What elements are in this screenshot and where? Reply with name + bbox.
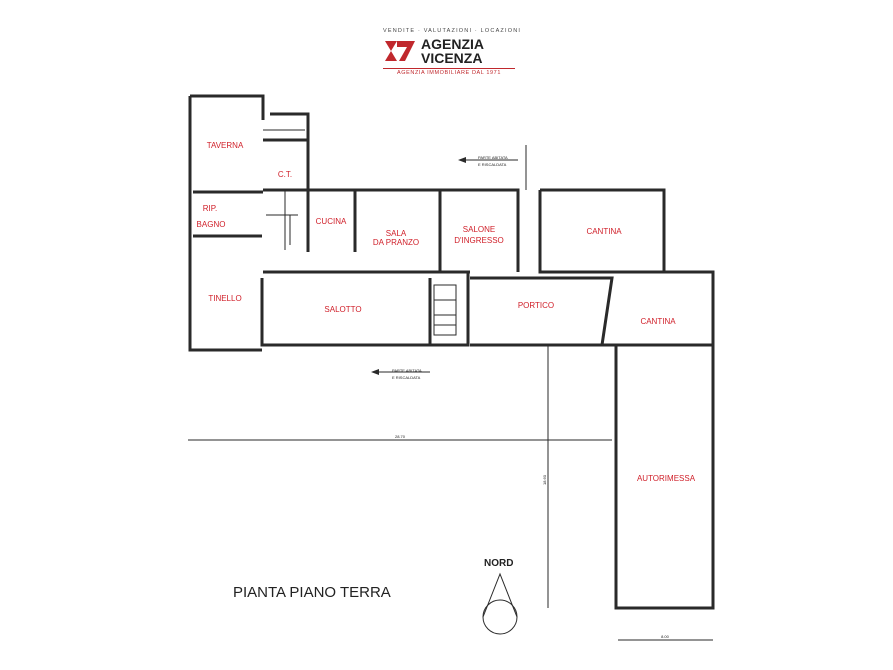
room-sala-line1: SALA (386, 229, 407, 238)
room-rip: RIP. (203, 204, 218, 213)
room-bagno: BAGNO (197, 220, 226, 229)
dimension-horizontal: 28.70 (395, 434, 406, 439)
note-top-line1: PARTE ABITATA (478, 155, 508, 160)
room-cantina-top: CANTINA (586, 227, 622, 236)
note-bottom-line2: E RISCALDATA (392, 375, 421, 380)
north-arrow-icon (482, 572, 518, 635)
dimension-bottom: 8.00 (661, 634, 670, 639)
room-portico: PORTICO (518, 301, 554, 310)
room-sala-line2: DA PRANZO (373, 238, 419, 247)
room-salone-line1: SALONE (463, 225, 495, 234)
note-bottom-line1: PARTE ABITATA (392, 368, 422, 373)
room-salotto: SALOTTO (324, 305, 361, 314)
logo-subtitle: AGENZIA IMMOBILIARE DAL 1971 (383, 68, 515, 76)
north-label: NORD (484, 558, 514, 569)
logo-name-line1: AGENZIA (421, 36, 484, 52)
logo-name: AGENZIA VICENZA (421, 37, 484, 65)
logo-tagline: VENDITE · VALUTAZIONI · LOCAZIONI (383, 28, 522, 34)
plan-title: PIANTA PIANO TERRA (233, 584, 391, 601)
outer-walls (188, 94, 715, 610)
room-taverna: TAVERNA (207, 141, 244, 150)
agency-logo: VENDITE · VALUTAZIONI · LOCAZIONI AGENZI… (383, 28, 522, 78)
room-tinello: TINELLO (208, 294, 241, 303)
logo-name-line2: VICENZA (421, 50, 483, 66)
room-ct: C.T. (278, 170, 292, 179)
note-top-line2: E RISCALDATA (478, 162, 507, 167)
inner-details (188, 129, 713, 641)
room-cantina-mid: CANTINA (640, 317, 676, 326)
room-salone-line2: D'INGRESSO (454, 236, 504, 245)
dimension-vertical: 18.60 (542, 474, 547, 485)
agenzia-vicenza-logo-mark-icon (385, 41, 415, 61)
room-cucina: CUCINA (316, 217, 347, 226)
room-autorimessa: AUTORIMESSA (637, 474, 696, 483)
